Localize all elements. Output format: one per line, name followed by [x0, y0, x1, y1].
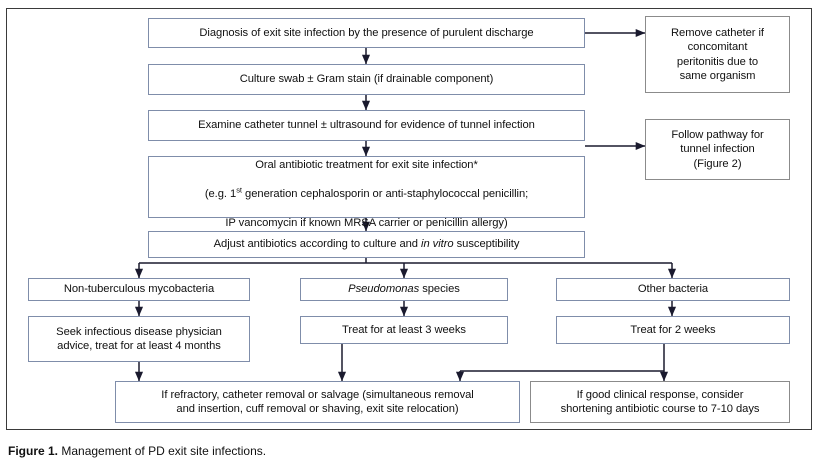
node-adjust-antibiotics[interactable]: Adjust antibiotics according to culture …: [148, 231, 585, 258]
node-seek-id-physician-label: Seek infectious disease physician advice…: [56, 325, 222, 353]
node-oral-antibiotic-label: Oral antibiotic treatment for exit site …: [153, 144, 580, 231]
node-seek-id-physician[interactable]: Seek infectious disease physician advice…: [28, 316, 250, 362]
node-refractory-catheter-removal[interactable]: If refractory, catheter removal or salva…: [115, 381, 520, 423]
node-pseudomonas-label: Pseudomonas species: [305, 282, 503, 297]
oral-line-1: Oral antibiotic treatment for exit site …: [255, 159, 478, 171]
node-remove-catheter[interactable]: Remove catheter if concomitant peritonit…: [645, 16, 790, 93]
node-treat-2-weeks[interactable]: Treat for 2 weeks: [556, 316, 790, 344]
node-culture-swab[interactable]: Culture swab ± Gram stain (if drainable …: [148, 64, 585, 95]
oral-line-2b: generation cephalosporin or anti-staphyl…: [242, 188, 529, 200]
node-treat-3-weeks[interactable]: Treat for at least 3 weeks: [300, 316, 508, 344]
node-oral-antibiotic[interactable]: Oral antibiotic treatment for exit site …: [148, 156, 585, 229]
adjust-text-a: Adjust antibiotics according to culture …: [213, 238, 422, 251]
node-follow-pathway[interactable]: Follow pathway for tunnel infection (Fig…: [645, 119, 790, 180]
figure-caption: Figure 1. Management of PD exit site inf…: [8, 443, 708, 459]
pseudomonas-genus: Pseudomonas: [348, 283, 420, 296]
node-culture-swab-label: Culture swab ± Gram stain (if drainable …: [239, 73, 494, 86]
node-non-tuberculous-label: Non-tuberculous mycobacteria: [63, 283, 215, 296]
oral-line-2-superscript: st: [236, 185, 242, 195]
node-follow-pathway-label: Follow pathway for tunnel infection (Fig…: [671, 128, 764, 170]
node-adjust-antibiotics-label: Adjust antibiotics according to culture …: [153, 237, 580, 252]
adjust-text-italic: in vitro: [421, 238, 454, 251]
node-examine-tunnel[interactable]: Examine catheter tunnel ± ultrasound for…: [148, 110, 585, 141]
oral-line-3: IP vancomycin if known MRSA carrier or p…: [225, 217, 508, 229]
node-non-tuberculous-mycobacteria[interactable]: Non-tuberculous mycobacteria: [28, 278, 250, 301]
node-treat-3-weeks-label: Treat for at least 3 weeks: [342, 323, 466, 336]
node-pseudomonas-species[interactable]: Pseudomonas species: [300, 278, 508, 301]
node-diagnosis-label: Diagnosis of exit site infection by the …: [199, 26, 534, 39]
node-good-clinical-response[interactable]: If good clinical response, consider shor…: [530, 381, 790, 423]
node-good-response-label: If good clinical response, consider shor…: [560, 388, 760, 416]
node-refractory-label: If refractory, catheter removal or salva…: [161, 388, 474, 416]
node-remove-catheter-label: Remove catheter if concomitant peritonit…: [671, 26, 764, 83]
node-other-bacteria-label: Other bacteria: [637, 283, 709, 296]
node-treat-2-weeks-label: Treat for 2 weeks: [630, 323, 716, 336]
node-other-bacteria[interactable]: Other bacteria: [556, 278, 790, 301]
figure-caption-text: Management of PD exit site infections.: [58, 444, 267, 458]
adjust-text-b: susceptibility: [453, 238, 520, 251]
figure-number: Figure 1.: [8, 444, 59, 458]
node-examine-tunnel-label: Examine catheter tunnel ± ultrasound for…: [198, 119, 535, 132]
node-diagnosis[interactable]: Diagnosis of exit site infection by the …: [148, 18, 585, 48]
pseudomonas-species-word: species: [419, 283, 460, 296]
oral-line-2a: (e.g. 1: [204, 188, 237, 200]
